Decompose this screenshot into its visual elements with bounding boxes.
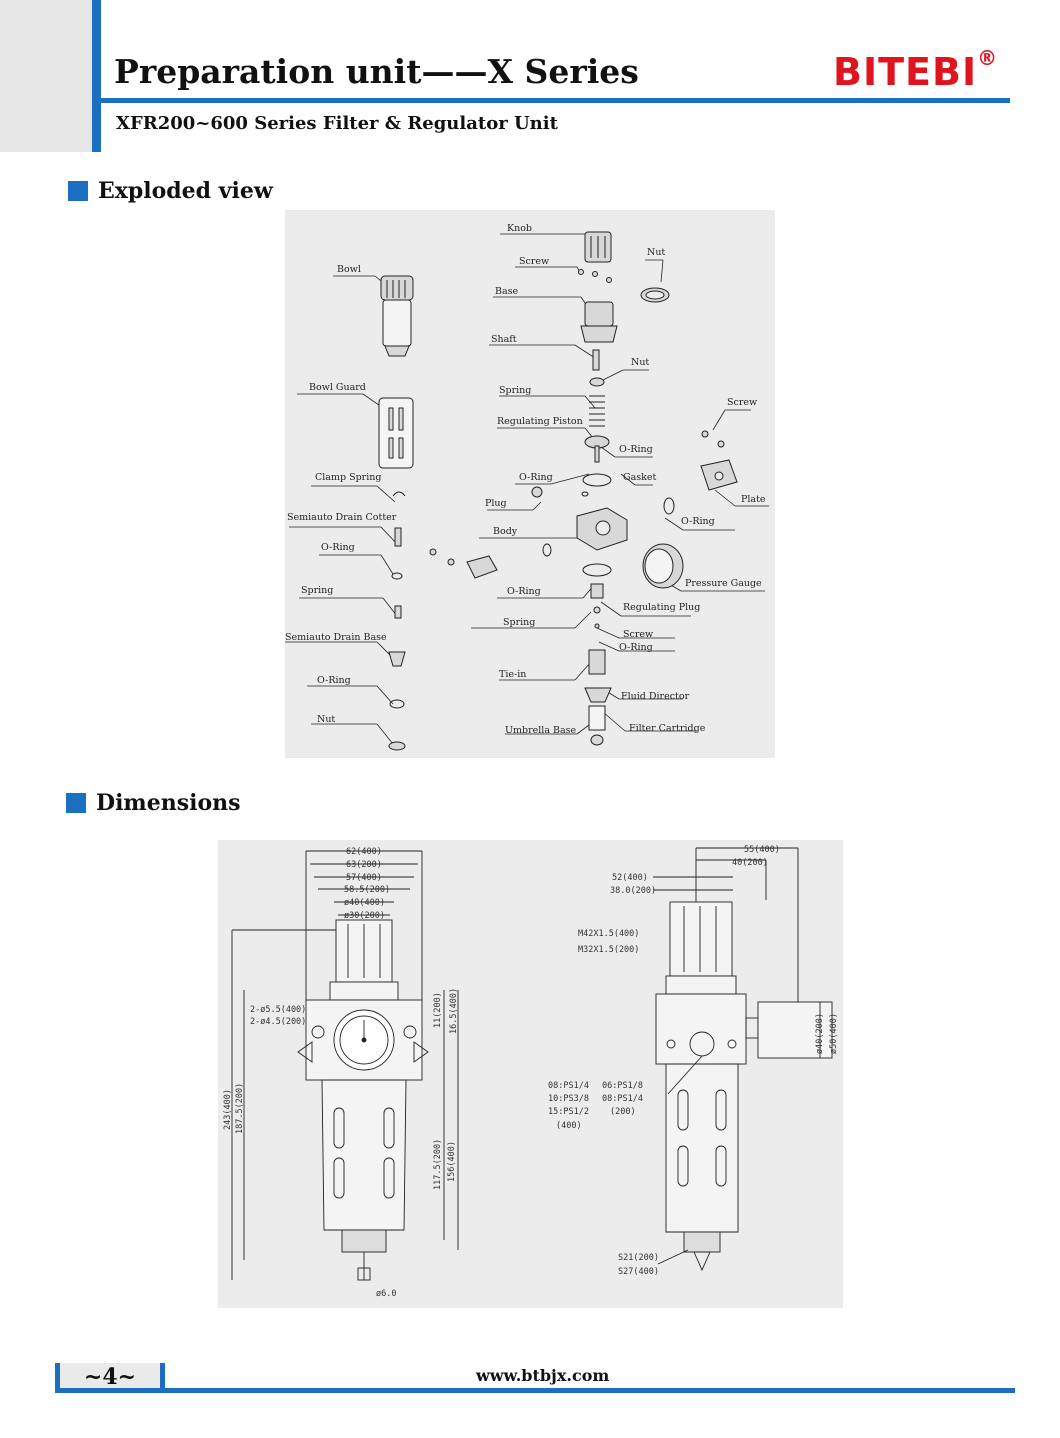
dimensions-panel: 62(400) 63(200) 57(400) 58.5(200) ø40(40… <box>218 840 843 1308</box>
brand-name: BITEBI <box>833 50 978 94</box>
label-nut: Nut <box>317 714 335 725</box>
dim-holes-200: 2-ø4.5(200) <box>250 1017 306 1027</box>
brand-logo: BITEBI® <box>833 46 998 94</box>
dim-38-200: 38.0(200) <box>610 886 656 896</box>
dim-dia30-200: ø30(200) <box>344 911 385 921</box>
label-fluid-director: Fluid Director <box>621 691 690 702</box>
dim-thread-400: M42X1.5(400) <box>578 929 639 939</box>
dim-11-200: 11(200) <box>433 992 443 1028</box>
dim-187-5-200: 187.5(200) <box>235 1083 245 1134</box>
dim-63-200: 63(200) <box>346 860 382 870</box>
label-shaft: Shaft <box>491 334 517 345</box>
label-base: Base <box>495 286 519 297</box>
dim-holes-400: 2-ø5.5(400) <box>250 1005 306 1015</box>
dim-thread-200: M32X1.5(200) <box>578 945 639 955</box>
header-rule <box>101 98 1010 103</box>
header-accent-bar <box>92 0 101 152</box>
port-note-200: (200) <box>610 1107 636 1117</box>
label-semiauto-drain-cotter: Semiauto Drain Cotter <box>287 512 397 523</box>
label-o-ring: O-Ring <box>619 642 653 653</box>
page-title: Preparation unit——X Series <box>114 52 639 91</box>
dim-55-400: 55(400) <box>744 845 780 855</box>
dimensions-drawing: 62(400) 63(200) 57(400) 58.5(200) ø40(40… <box>223 845 839 1299</box>
port-08-400: 08:PS1/4 <box>548 1081 589 1091</box>
label-screw: Screw <box>623 629 653 640</box>
port-15-400: 15:PS1/2 <box>548 1107 589 1117</box>
website-url: www.btbjx.com <box>476 1366 610 1385</box>
label-regulating-piston: Regulating Piston <box>497 416 583 427</box>
label-o-ring: O-Ring <box>681 516 715 527</box>
label-o-ring: O-Ring <box>321 542 355 553</box>
dim-16-5-400: 16.5(400) <box>449 988 459 1034</box>
label-spring: Spring <box>499 385 531 396</box>
label-pressure-gauge: Pressure Gauge <box>685 578 762 589</box>
label-spring: Spring <box>301 585 333 596</box>
label-screw: Screw <box>727 397 757 408</box>
dim-dia40-400: ø40(400) <box>344 898 385 908</box>
exploded-view-diagram: Knob Screw Nut Base Bowl Shaft Nut Bowl … <box>285 223 769 751</box>
label-tie-in: Tie-in <box>499 669 526 680</box>
exploded-view-panel: Knob Screw Nut Base Bowl Shaft Nut Bowl … <box>285 210 775 758</box>
section-exploded-view: Exploded view <box>68 178 273 204</box>
section-title: Exploded view <box>98 178 273 204</box>
label-o-ring: O-Ring <box>507 586 541 597</box>
label-clamp-spring: Clamp Spring <box>315 472 381 483</box>
section-dimensions: Dimensions <box>66 790 241 816</box>
label-knob: Knob <box>507 223 532 234</box>
port-10-400: 10:PS3/8 <box>548 1094 589 1104</box>
label-gasket: Gasket <box>623 472 657 483</box>
label-filter-cartridge: Filter Cartridge <box>629 723 706 734</box>
label-umbrella-base: Umbrella Base <box>505 725 577 736</box>
label-o-ring: O-Ring <box>317 675 351 686</box>
section-marker-icon <box>68 181 88 201</box>
dim-117-5-200: 117.5(200) <box>433 1139 443 1190</box>
label-o-ring: O-Ring <box>519 472 553 483</box>
label-body: Body <box>493 526 518 537</box>
label-screw: Screw <box>519 256 549 267</box>
label-bowl-guard: Bowl Guard <box>309 382 366 393</box>
label-plug: Plug <box>485 498 507 509</box>
label-semiauto-drain-base: Semiauto Drain Base <box>285 632 387 643</box>
port-note-400: (400) <box>556 1121 582 1131</box>
page-subtitle: XFR200~600 Series Filter & Regulator Uni… <box>116 113 558 134</box>
dim-156-400: 156(400) <box>447 1141 457 1182</box>
dim-dia6: ø6.0 <box>376 1289 396 1299</box>
dim-58-5-200: 58.5(200) <box>344 885 390 895</box>
dim-62-400: 62(400) <box>346 847 382 857</box>
label-plate: Plate <box>741 494 766 505</box>
label-regulating-plug: Regulating Plug <box>623 602 700 613</box>
section-title: Dimensions <box>96 790 241 816</box>
dim-52-400: 52(400) <box>612 873 648 883</box>
label-spring: Spring <box>503 617 535 628</box>
dim-gauge-400: ø50(400) <box>829 1013 839 1054</box>
label-nut: Nut <box>647 247 665 258</box>
dim-40-200: 40(200) <box>732 858 768 868</box>
dim-gauge-200: ø40(200) <box>815 1013 825 1054</box>
dim-243-400: 243(400) <box>223 1089 233 1130</box>
page-number: ~4~ <box>55 1363 165 1391</box>
label-o-ring: O-Ring <box>619 444 653 455</box>
header-corner-block <box>0 0 92 152</box>
footer-rule <box>55 1388 1015 1393</box>
dim-s27-400: S27(400) <box>618 1267 659 1277</box>
dim-57-400: 57(400) <box>346 873 382 883</box>
port-08-200: 08:PS1/4 <box>602 1094 643 1104</box>
port-06-200: 06:PS1/8 <box>602 1081 643 1091</box>
label-nut: Nut <box>631 357 649 368</box>
registered-mark: ® <box>977 46 999 71</box>
section-marker-icon <box>66 793 86 813</box>
dim-s21-200: S21(200) <box>618 1253 659 1263</box>
label-bowl: Bowl <box>337 264 361 275</box>
